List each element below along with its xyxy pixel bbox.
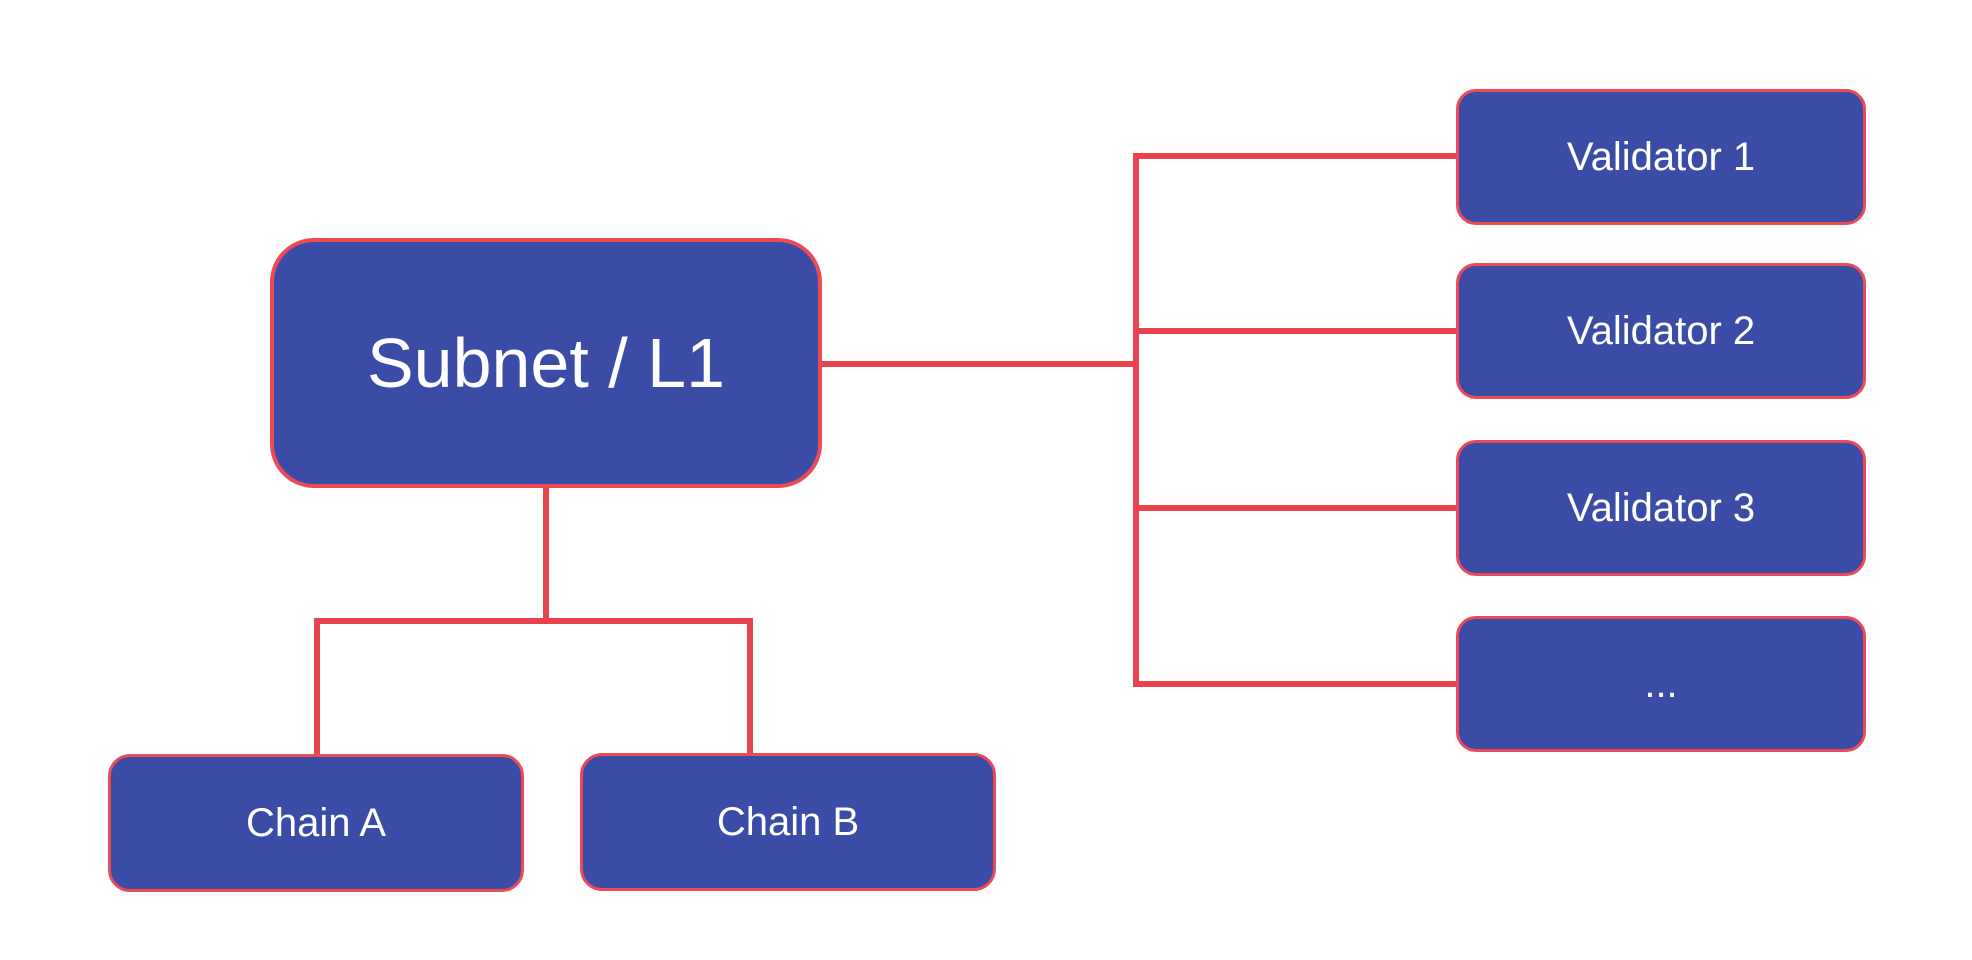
node-validator-more-label: ... <box>1644 662 1678 706</box>
node-validator-1-label: Validator 1 <box>1566 135 1756 179</box>
connector-chains-horizontal <box>314 618 753 624</box>
connector-drop-chain-a <box>314 618 320 756</box>
connector-branch-validator-more <box>1136 681 1456 687</box>
node-validator-2-label: Validator 2 <box>1566 309 1756 353</box>
node-chain-a-label: Chain A <box>245 801 387 845</box>
node-subnet-l1-label: Subnet / L1 <box>366 324 726 402</box>
connector-subnet-to-chains <box>543 486 549 623</box>
connector-subnet-to-trunk <box>820 361 1138 367</box>
node-chain-b-label: Chain B <box>716 800 860 844</box>
connector-branch-validator-3 <box>1136 505 1456 511</box>
node-validator-1: Validator 1 <box>1456 89 1866 225</box>
node-validator-3: Validator 3 <box>1456 440 1866 576</box>
connector-branch-validator-1 <box>1136 153 1456 159</box>
node-validator-3-label: Validator 3 <box>1566 486 1756 530</box>
connector-branch-validator-2 <box>1136 328 1456 334</box>
connector-validator-trunk <box>1133 153 1139 687</box>
node-validator-more: ... <box>1456 616 1866 752</box>
node-subnet-l1: Subnet / L1 <box>270 238 822 488</box>
node-validator-2: Validator 2 <box>1456 263 1866 399</box>
node-chain-a: Chain A <box>108 754 524 892</box>
connector-drop-chain-b <box>747 618 753 755</box>
node-chain-b: Chain B <box>580 753 996 891</box>
